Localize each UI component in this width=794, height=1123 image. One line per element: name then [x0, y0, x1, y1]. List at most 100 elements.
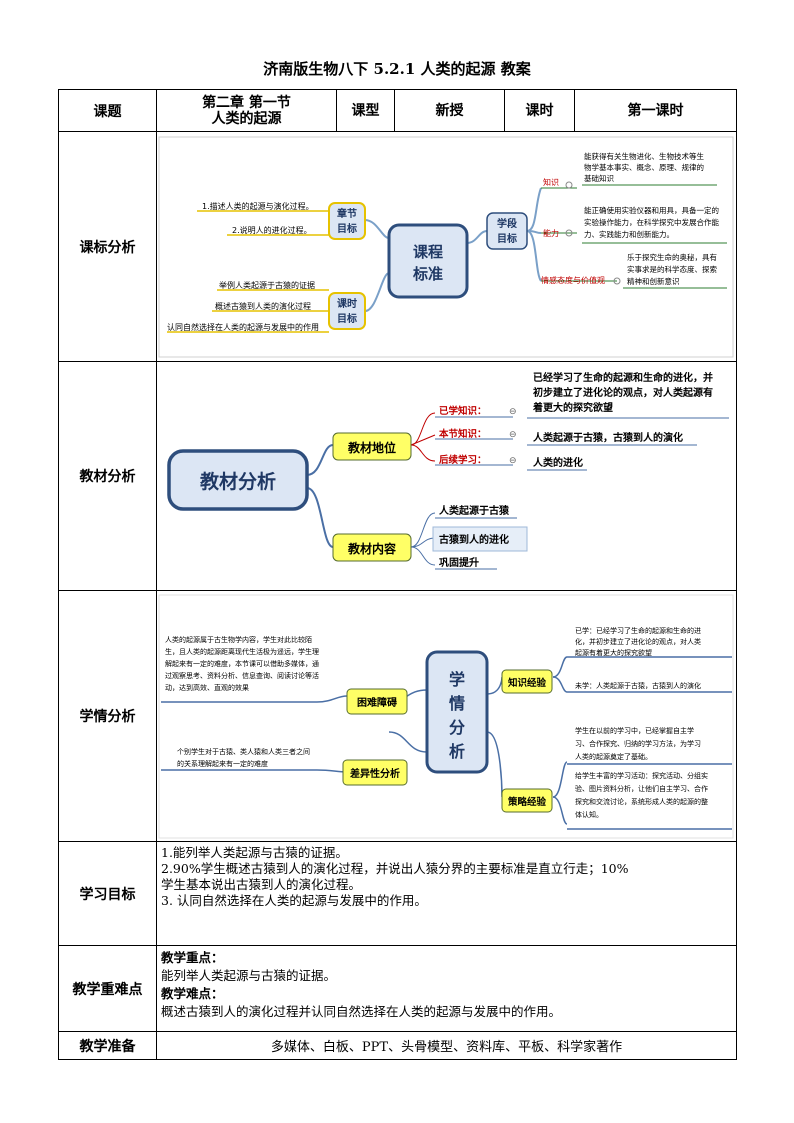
type-value: 新授 [394, 89, 505, 132]
learned-text-1: 已经学习了生命的起源和生命的进化，并 [533, 371, 713, 384]
learned-text-3: 着更大的探究欲望 [532, 401, 613, 414]
type-label: 课型 [336, 89, 395, 132]
curriculum-mindmap-cell: 1.描述人类的起源与演化过程。 2.说明人的进化过程。 举例人类起源于古猿的证据… [156, 131, 737, 362]
strategy-exp-text-2: 习、合作探究、归纳的学习方法，为学习 [575, 739, 701, 748]
focus-label: 教学重点： [161, 950, 224, 965]
stage-goal-node [486, 211, 528, 250]
strategy-exp-text: 策略经验 [507, 796, 547, 808]
curriculum-center-node [387, 223, 469, 298]
lesson-item-2: 概述古猿到人类的演化过程 [215, 301, 311, 311]
students-label: 学情分析 [58, 590, 157, 842]
period-value: 第一课时 [574, 89, 737, 132]
objective-1: 1.能列举人类起源与古猿的证据。 [161, 845, 348, 860]
textbook-row: 教材分析 [58, 361, 737, 591]
objectives-content: 1.能列举人类起源与古猿的证据。 2.90%学生概述古猿到人的演化过程，并说出人… [156, 841, 737, 946]
knowledge-exp-text-1: 已学：已经学习了生命的起源和生命的进 [575, 626, 701, 635]
objective-2a: 2.90%学生概述古猿到人的演化过程，并说出人猿分界的主要标准是直立行走；10% [161, 861, 629, 876]
ability-text-2: 实验操作能力，在科学探究中发展合作能 [584, 217, 719, 227]
content-item-2: 古猿到人的进化 [439, 533, 509, 546]
difficult-text: 概述古猿到人的演化过程并认同自然选择在人类的起源与发展中的作用。 [161, 1004, 562, 1019]
learned-text-2: 初步建立了进化论的观点，对人类起源有 [533, 386, 713, 399]
knowledge-collapse-icon [565, 181, 573, 188]
strategy-exp-text-7: 体认知。 [575, 810, 603, 819]
learned-collapse-icon: ⊖ [509, 407, 517, 417]
curriculum-center-line1: 课程 [413, 243, 443, 261]
students-center-3: 分 [449, 718, 465, 737]
students-center-1: 学 [449, 670, 465, 689]
lesson-goal-line1: 课时 [337, 297, 357, 310]
knowledge-text-2: 物学基本事实、概念、原理、规律的 [584, 162, 704, 172]
students-mindmap-cell: 人类的起源属于古生物学内容，学生对此比较陌 生，且人类的起源距离现代生活极为遥远… [156, 590, 737, 842]
chapter-goal-line2: 目标 [337, 222, 357, 235]
document-title: 济南版生物八下 5.2.1 人类的起源 教案 [263, 60, 531, 78]
content-item-3: 巩固提升 [439, 556, 479, 569]
strategy-exp-node [501, 788, 553, 812]
knowledge-text-1: 能获得有关生物进化、生物技术等生 [584, 151, 704, 161]
difference-node-text: 差异性分析 [350, 767, 400, 780]
chapter-goal-line1: 章节 [337, 207, 357, 220]
topic-label: 课题 [58, 89, 157, 132]
strategy-exp-text-5: 验、图片资料分析，让他们自主学习、合作 [575, 784, 708, 793]
lesson-goal-node [328, 291, 366, 330]
attitude-text-3: 精神和创新意识 [627, 276, 680, 286]
ability-branch: 能力 [543, 228, 559, 238]
header-row: 课题 第二章 第一节 人类的起源 课型 新授 课时 第一课时 [58, 89, 737, 132]
strategy-exp-text-6: 探究和交流讨论，系统形成人类的起源的整 [575, 797, 708, 806]
chapter-item-2: 2.说明人的进化过程。 [232, 225, 312, 235]
lesson-item-1: 举例人类起源于古猿的证据 [219, 280, 315, 290]
learned-label: 已学知识： [439, 405, 487, 417]
knowledge-exp-text-4: 未学：人类起源于古猿，古猿到人的演化 [575, 681, 701, 690]
knowledge-exp-text-2: 化，并初步建立了进化论的观点，对人类 [575, 637, 701, 646]
current-label: 本节知识： [439, 428, 487, 440]
difference-text-1: 个别学生对于古猿、类人猿和人类三者之间 [177, 747, 310, 756]
attitude-branch: 情感态度与价值观 [541, 275, 605, 285]
focus-text: 能列举人类起源与古猿的证据。 [161, 968, 337, 983]
difficult-label: 教学难点： [161, 986, 224, 1001]
students-center-4: 析 [449, 742, 465, 761]
curriculum-label: 课标分析 [58, 131, 157, 362]
key-points-row: 教学重难点 教学重点： 能列举人类起源与古猿的证据。 教学难点： 概述古猿到人的… [58, 945, 737, 1032]
topic-value: 第二章 第一节 人类的起源 [156, 89, 337, 132]
content-item-2-highlight [432, 526, 528, 551]
lesson-item-3: 认同自然选择在人类的起源与发展中的作用 [167, 322, 319, 332]
next-text: 人类的进化 [533, 456, 583, 469]
next-collapse-icon: ⊖ [509, 456, 517, 466]
students-mindmap: 人类的起源属于古生物学内容，学生对此比较陌 生，且人类的起源距离现代生活极为遥远… [158, 594, 734, 838]
preparation-row: 教学准备 多媒体、白板、PPT、头骨模型、资料库、平板、科学家著作 [58, 1031, 737, 1060]
textbook-position-text: 教材地位 [347, 440, 396, 455]
period-label: 课时 [504, 89, 575, 132]
preparation-text: 多媒体、白板、PPT、头骨模型、资料库、平板、科学家著作 [156, 1031, 737, 1060]
key-points-content: 教学重点： 能列举人类起源与古猿的证据。 教学难点： 概述古猿到人的演化过程并认… [156, 945, 737, 1032]
difficulty-text-1: 人类的起源属于古生物学内容，学生对此比较陌 [165, 635, 312, 644]
objectives-label: 学习目标 [58, 841, 157, 946]
difficulty-text-4: 过观察思考、资料分析、信息查询、阅读讨论等活 [165, 671, 319, 680]
objective-3: 3. 认同自然选择在人类的起源与发展中的作用。 [161, 893, 427, 908]
ability-text-1: 能正确使用实验仪器和用具，具备一定的 [584, 205, 719, 215]
ability-text-3: 力、实践能力和创新能力。 [584, 229, 674, 239]
stage-goal-line2: 目标 [497, 232, 517, 245]
difference-text-2: 的关系理解起来有一定的难度 [177, 759, 268, 768]
textbook-mindmap: 教材分析 教材地位 教材内容 已学知识： ⊖ 本节知识： ⊖ 后续学习： ⊖ 已… [167, 371, 729, 569]
objectives-row: 学习目标 1.能列举人类起源与古猿的证据。 2.90%学生概述古猿到人的演化过程… [58, 841, 737, 946]
next-label: 后续学习： [439, 454, 487, 466]
curriculum-row: 课标分析 [58, 131, 737, 362]
knowledge-branch: 知识 [543, 177, 559, 187]
students-row: 学情分析 [58, 590, 737, 842]
knowledge-exp-text: 知识经验 [507, 677, 547, 689]
textbook-center-node [167, 448, 309, 511]
knowledge-exp-node [501, 669, 553, 693]
textbook-mindmap-cell: 教材分析 教材地位 教材内容 已学知识： ⊖ 本节知识： ⊖ 后续学习： ⊖ 已… [156, 361, 737, 591]
lesson-plan-table: 课题 第二章 第一节 人类的起源 课型 新授 课时 第一课时 课标分析 [58, 89, 737, 1060]
difficulty-node [346, 688, 408, 714]
difficulty-text-3: 解起来有一定的难度，本节课可以借助多媒体，通 [165, 659, 319, 668]
knowledge-exp-text-3: 起源有着更大的探究欲望 [575, 648, 652, 657]
current-text: 人类起源于古猿，古猿到人的演化 [533, 431, 683, 444]
textbook-position-node [332, 432, 412, 460]
current-collapse-icon: ⊖ [509, 430, 517, 440]
textbook-content-node [332, 533, 412, 561]
students-center-node [425, 650, 489, 773]
difficulty-text-5: 动，达到高效、直观的效果 [165, 683, 249, 692]
curriculum-center-line2: 标准 [412, 265, 443, 283]
difficulty-text-2: 生，且人类的起源距离现代生活极为遥远，学生理 [165, 647, 319, 656]
knowledge-text-3: 基础知识 [584, 173, 614, 183]
